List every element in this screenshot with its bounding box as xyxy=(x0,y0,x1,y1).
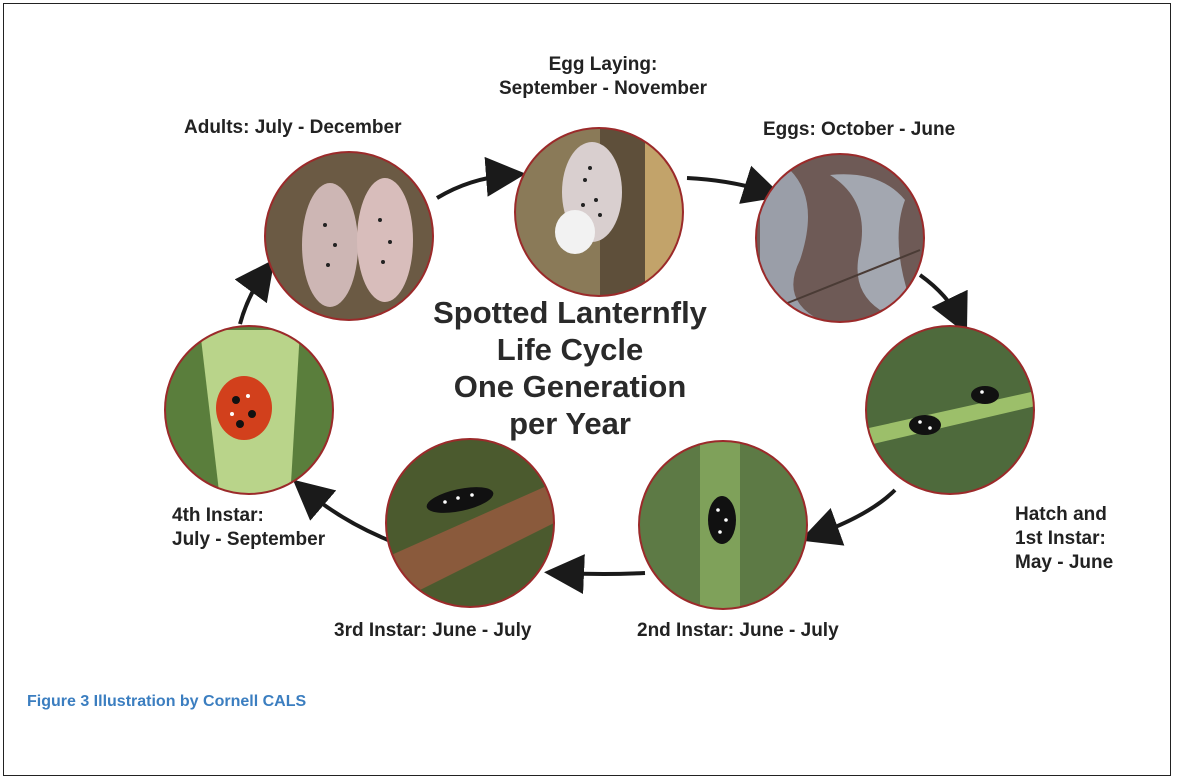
stage-label-adults: Adults: July - December xyxy=(184,116,402,140)
stage-label-eggs: Eggs: October - June xyxy=(763,118,955,142)
third-instar-photo xyxy=(380,435,560,615)
egg-laying-photo xyxy=(510,125,690,305)
stage-label-third-instar: 3rd Instar: June - July xyxy=(334,619,531,643)
arrow-egg-laying-to-eggs xyxy=(687,178,768,192)
first-instar-photo xyxy=(860,320,1040,500)
arrow-hatch-to-second xyxy=(815,490,895,535)
arrow-second-to-third xyxy=(560,573,645,574)
stage-label-egg-laying: Egg Laying: September - November xyxy=(478,53,728,101)
stage-label-hatch: Hatch and 1st Instar: May - June xyxy=(1015,503,1113,575)
arrow-fourth-to-adults xyxy=(240,272,265,324)
egg-mass-photo xyxy=(750,150,930,330)
arrow-adults-to-egg-laying xyxy=(437,175,510,198)
fourth-instar-photo xyxy=(160,320,340,500)
figure-caption: Figure 3 Illustration by Cornell CALS xyxy=(27,693,306,711)
stage-label-fourth-instar: 4th Instar: July - September xyxy=(172,504,325,552)
stage-label-second-instar: 2nd Instar: June - July xyxy=(637,619,839,643)
second-instar-photo xyxy=(635,435,815,615)
diagram-title: Spotted Lanternfly Life Cycle One Genera… xyxy=(400,294,740,442)
arrow-eggs-to-hatch xyxy=(920,275,960,320)
